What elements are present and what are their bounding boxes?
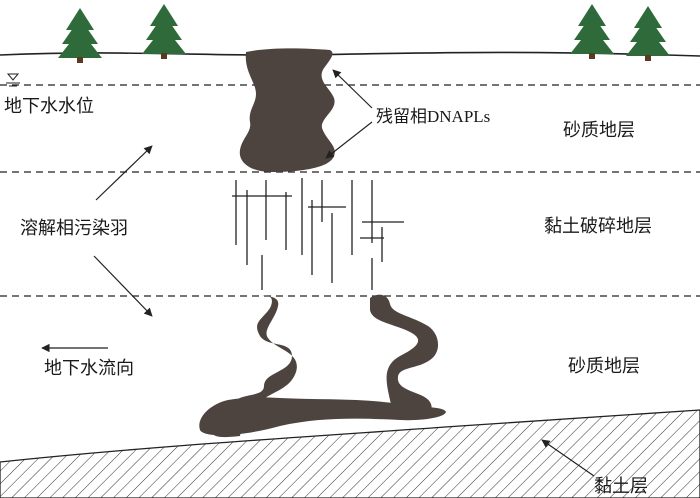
tree-icon <box>570 4 614 59</box>
sand-layer-lower-label: 砂质地层 <box>568 356 640 377</box>
residual-dnapl-body <box>239 48 335 172</box>
tree-icon <box>142 4 186 59</box>
fractured-clay-layer-label: 黏土破碎地层 <box>544 216 652 237</box>
clay-layer <box>0 409 700 498</box>
clay-layer-label: 黏土层 <box>594 476 648 497</box>
residual-dnapl-leader-upper <box>332 69 373 109</box>
tree-icon <box>626 6 670 61</box>
dnapl-pool <box>199 294 446 438</box>
residual-dnapl-leader-lower <box>325 121 373 159</box>
clay-layer-leader <box>541 439 595 477</box>
tree-icon <box>58 8 102 63</box>
flow-direction-label: 地下水流向 <box>44 358 134 379</box>
plume-arrow-up <box>95 145 153 201</box>
water-table-triangle-icon <box>6 73 20 87</box>
plume-arrow-down <box>93 255 153 317</box>
sand-layer-upper-label: 砂质地层 <box>563 120 635 141</box>
dissolved-plume-label: 溶解相污染羽 <box>20 218 128 239</box>
water-table-label: 地下水水位 <box>4 96 94 117</box>
fracture-lines <box>232 178 404 290</box>
residual-dnapl-label: 残留相DNAPLs <box>376 107 490 126</box>
